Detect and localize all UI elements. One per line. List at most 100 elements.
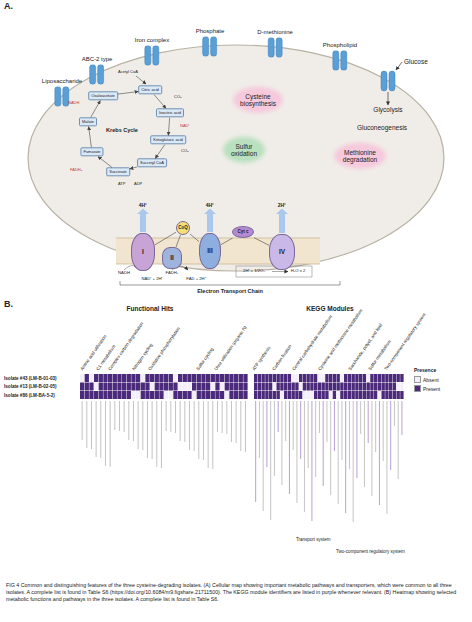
annotation-label: Krebs Cycle <box>106 127 138 133</box>
heatmap-cell <box>310 383 313 391</box>
heatmap-cell <box>122 374 126 382</box>
heatmap-cell <box>389 383 392 391</box>
heatmap-cell <box>400 383 403 391</box>
heatmap-cell <box>288 391 291 399</box>
transporter-channel <box>55 86 61 106</box>
heatmap-cell <box>141 383 145 391</box>
column-header: ATP synthesis <box>252 346 272 372</box>
column-header: Sulfur cycling <box>196 347 215 372</box>
column-tick <box>375 401 376 452</box>
heatmap-cell <box>314 383 317 391</box>
heatmap-cell <box>201 391 205 399</box>
column-tick <box>368 401 369 443</box>
heatmap-cell <box>382 374 385 382</box>
column-tick <box>91 401 92 449</box>
heatmap-cell <box>229 374 233 382</box>
heatmap-cell <box>131 383 135 391</box>
heatmap-cell <box>284 383 287 391</box>
column-tick <box>401 401 402 435</box>
etc-complex: I <box>131 233 155 271</box>
cell-outline <box>28 45 444 271</box>
heatmap-cell <box>359 391 362 399</box>
metabolite-box: Succinate <box>106 167 130 176</box>
node-text: I <box>142 248 144 255</box>
column-tick <box>289 401 290 494</box>
heatmap-cell <box>337 374 340 382</box>
heatmap-cell <box>359 374 362 382</box>
node-text: II <box>170 254 174 261</box>
heatmap-cell <box>299 374 302 382</box>
cycle-arrow <box>155 145 164 159</box>
column-header: Amino acid utilization <box>80 335 108 372</box>
pathway-highlight: Methionine degradation <box>337 146 383 166</box>
column-tick <box>189 401 190 450</box>
annotation-label: CO₂ <box>174 95 182 99</box>
heatmap-cell <box>337 383 340 391</box>
heatmap-cell <box>310 374 313 382</box>
heatmap <box>80 374 404 522</box>
heatmap-cell <box>94 391 98 399</box>
heatmap-cell <box>211 391 215 399</box>
heatmap-cell <box>99 374 103 382</box>
legend-swatch <box>414 385 421 392</box>
heatmap-cell <box>337 391 340 399</box>
annotation-label: Transport system <box>296 538 331 543</box>
node-text: IV <box>279 248 285 255</box>
heatmap-cell <box>262 383 265 391</box>
heatmap-cell <box>318 383 321 391</box>
legend-entry: Present <box>414 385 440 392</box>
column-tick <box>270 401 271 520</box>
column-tick <box>319 401 320 433</box>
heatmap-cell <box>322 391 325 399</box>
heatmap-cell <box>136 374 140 382</box>
electron-path <box>155 232 176 245</box>
annotation-label: FAD + 2H⁺ <box>186 277 205 282</box>
heatmap-cell <box>344 374 347 382</box>
heatmap-cell <box>314 391 317 399</box>
heatmap-cell <box>127 383 131 391</box>
heatmap-cell <box>169 391 173 399</box>
heatmap-cell <box>374 383 377 391</box>
column-tick <box>383 401 384 461</box>
electron-path <box>221 238 233 245</box>
heatmap-cell <box>348 383 351 391</box>
column-tick <box>315 401 316 477</box>
heatmap-cell <box>187 383 191 391</box>
heatmap-cell <box>280 391 283 399</box>
transporter-channel <box>203 36 209 56</box>
transporter-label: D-methionine <box>257 29 293 36</box>
column-tick <box>212 401 213 469</box>
column-tick <box>128 401 129 440</box>
transporter-channel <box>145 45 151 65</box>
heatmap-cell <box>243 391 247 399</box>
heatmap-cell <box>201 374 205 382</box>
heatmap-cell <box>269 391 272 399</box>
heatmap-cell <box>265 383 268 391</box>
heatmap-cell <box>197 374 201 382</box>
pathway-highlight: Cysteine biosynthesis <box>236 90 280 110</box>
heatmap-cell <box>150 391 154 399</box>
heatmap-cell <box>159 391 163 399</box>
column-tick <box>114 401 115 430</box>
annotation-label: Glycolysis <box>373 106 402 113</box>
column-tick <box>338 401 339 504</box>
heatmap-cell <box>329 374 332 382</box>
heatmap-cell <box>85 383 89 391</box>
heatmap-cell <box>352 374 355 382</box>
column-tick <box>259 401 260 458</box>
column-tick <box>300 401 301 459</box>
heatmap-cell <box>99 383 103 391</box>
column-tick <box>266 401 267 467</box>
transporter-label: Iron complex <box>135 37 169 44</box>
heatmap-cell <box>307 383 310 391</box>
heatmap-cell <box>131 374 135 382</box>
node-text: CoQ <box>178 226 188 231</box>
annotation-label: ATP <box>118 182 125 186</box>
column-tick <box>281 401 282 485</box>
column-tick <box>285 401 286 441</box>
column-tick <box>334 401 335 451</box>
cycle-arrow <box>168 118 169 136</box>
heatmap-cell <box>333 374 336 382</box>
heatmap-cell <box>340 383 343 391</box>
heatmap-cell <box>292 374 295 382</box>
